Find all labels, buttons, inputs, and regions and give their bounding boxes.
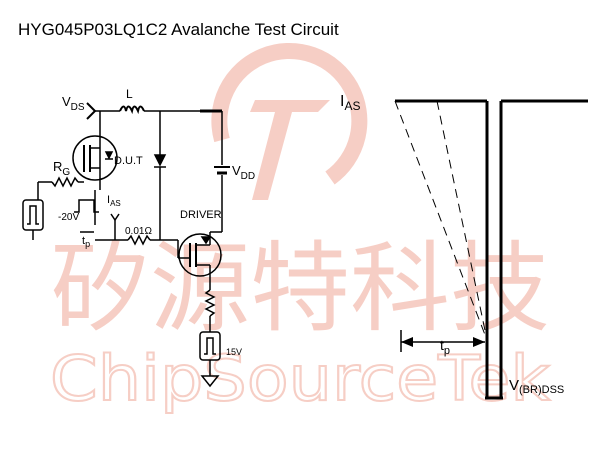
rg-resistor [51,176,79,188]
driver-label: DRIVER [180,209,222,221]
dut-label: D.U.T [114,155,143,167]
rg-label: RG [53,159,70,178]
vds-label: VDS [62,94,85,113]
gate-tp-label: tp [82,235,90,249]
sense-resistor [127,234,151,246]
dut-diode-icon [104,151,114,160]
page-title: HYG045P03LQ1C2 Avalanche Test Circuit [18,20,339,39]
circuit-labels: VDS L RG D.U.T VDD IAS -20V tp 0.01Ω DRI… [53,87,255,357]
current-ramp-dashed-b [436,100,488,341]
avalanche-waveform [394,99,588,400]
vdd-label: VDD [232,163,255,182]
watermark-english: ChipSourceTek [50,342,550,415]
ias-circuit-label: IAS [107,194,121,208]
watermark-chinese: 矽源特科技 [50,232,550,346]
vds-terminal-arrow [86,102,97,120]
watermark: 矽源特科技 ChipSourceTek [49,43,551,416]
driver-mosfet-circle [178,233,222,277]
gate-voltage-label: -20V [58,212,79,223]
chipsourcetek-logo-icon [211,43,368,200]
inductor-coil [119,105,145,115]
test-circuit [22,102,230,388]
vbr-dss-label: V(BR)DSS [509,377,564,396]
tp-waveform-label: tp [440,337,450,357]
ias-arrow [110,213,120,222]
supply-15v-label: 15V [226,347,242,357]
driver-diode-icon [200,236,212,245]
ground-icon [200,375,220,388]
driver-pulse-symbol [204,337,216,355]
dut-mosfet-circle [72,135,118,181]
gate-pulse-sketch [74,199,99,213]
freewheel-diode-icon [153,154,167,168]
driver-gate-resistor [204,289,216,317]
ias-waveform-label: IAS [340,93,360,113]
sense-resistor-label: 0.01Ω [125,226,152,237]
tp-left-arrow-icon [401,337,413,347]
waveform-labels: IAS tp V(BR)DSS [340,93,564,396]
gate-pulse-generator [22,199,44,231]
current-ramp-dashed-a [394,100,488,341]
pulse-generator-symbol [27,205,39,225]
tp-right-arrow-icon [473,337,485,347]
inductor-label: L [126,87,133,101]
